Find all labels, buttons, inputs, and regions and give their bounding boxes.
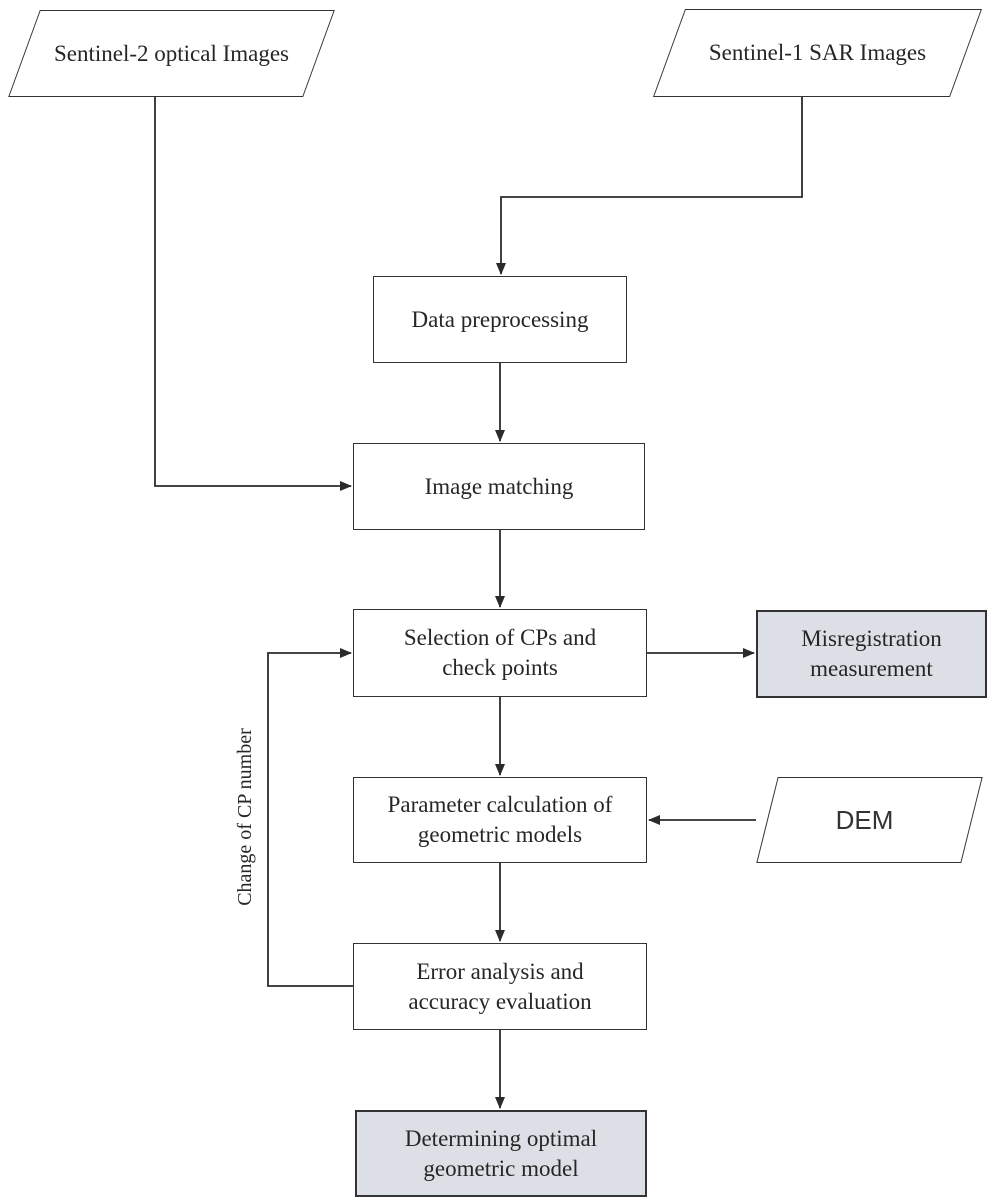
determining-optimal-label: Determining optimal geometric model bbox=[355, 1110, 647, 1197]
feedback-edge-label: Change of CP number bbox=[233, 728, 256, 906]
error-analysis-line2: accuracy evaluation bbox=[408, 988, 592, 1014]
misregistration-box bbox=[756, 610, 987, 698]
edge-sentinel1-to-preprocessing bbox=[496, 97, 803, 275]
error-analysis-label: Error analysis and accuracy evaluation bbox=[353, 943, 647, 1030]
data-preprocessing-label: Data preprocessing bbox=[411, 306, 589, 332]
determining-optimal-box bbox=[355, 1110, 647, 1197]
edge-feedback-error-to-selection bbox=[267, 648, 353, 987]
parameter-calculation-line2: geometric models bbox=[417, 822, 583, 847]
error-analysis-line1: Error analysis and bbox=[416, 958, 584, 984]
edge-sentinel2-to-matching bbox=[154, 97, 352, 491]
sentinel1-label: Sentinel-1 SAR Images bbox=[708, 40, 927, 65]
parameter-calculation-box bbox=[353, 777, 647, 863]
data-preprocessing-box bbox=[373, 276, 627, 363]
dem-label: DEM bbox=[835, 805, 894, 835]
determining-optimal-line1: Determining optimal bbox=[404, 1125, 598, 1151]
selection-cps-line1: Selection of CPs and bbox=[403, 625, 597, 650]
determining-optimal-line2: geometric model bbox=[423, 1155, 579, 1181]
image-matching-box bbox=[353, 443, 645, 530]
misregistration-line1: Misregistration bbox=[801, 626, 942, 651]
misregistration-label: Misregistration measurement bbox=[756, 610, 987, 698]
selection-cps-line2: check points bbox=[442, 655, 558, 680]
parameter-calculation-label: Parameter calculation of geometric model… bbox=[353, 777, 647, 863]
misregistration-line2: measurement bbox=[810, 656, 933, 681]
selection-cps-label: Selection of CPs and check points bbox=[353, 609, 647, 697]
image-matching-label: Image matching bbox=[424, 473, 574, 499]
sentinel2-label: Sentinel-2 optical Images bbox=[53, 40, 290, 66]
parameter-calculation-line1: Parameter calculation of bbox=[387, 792, 613, 817]
error-analysis-box bbox=[353, 943, 647, 1030]
selection-cps-box bbox=[353, 609, 647, 697]
